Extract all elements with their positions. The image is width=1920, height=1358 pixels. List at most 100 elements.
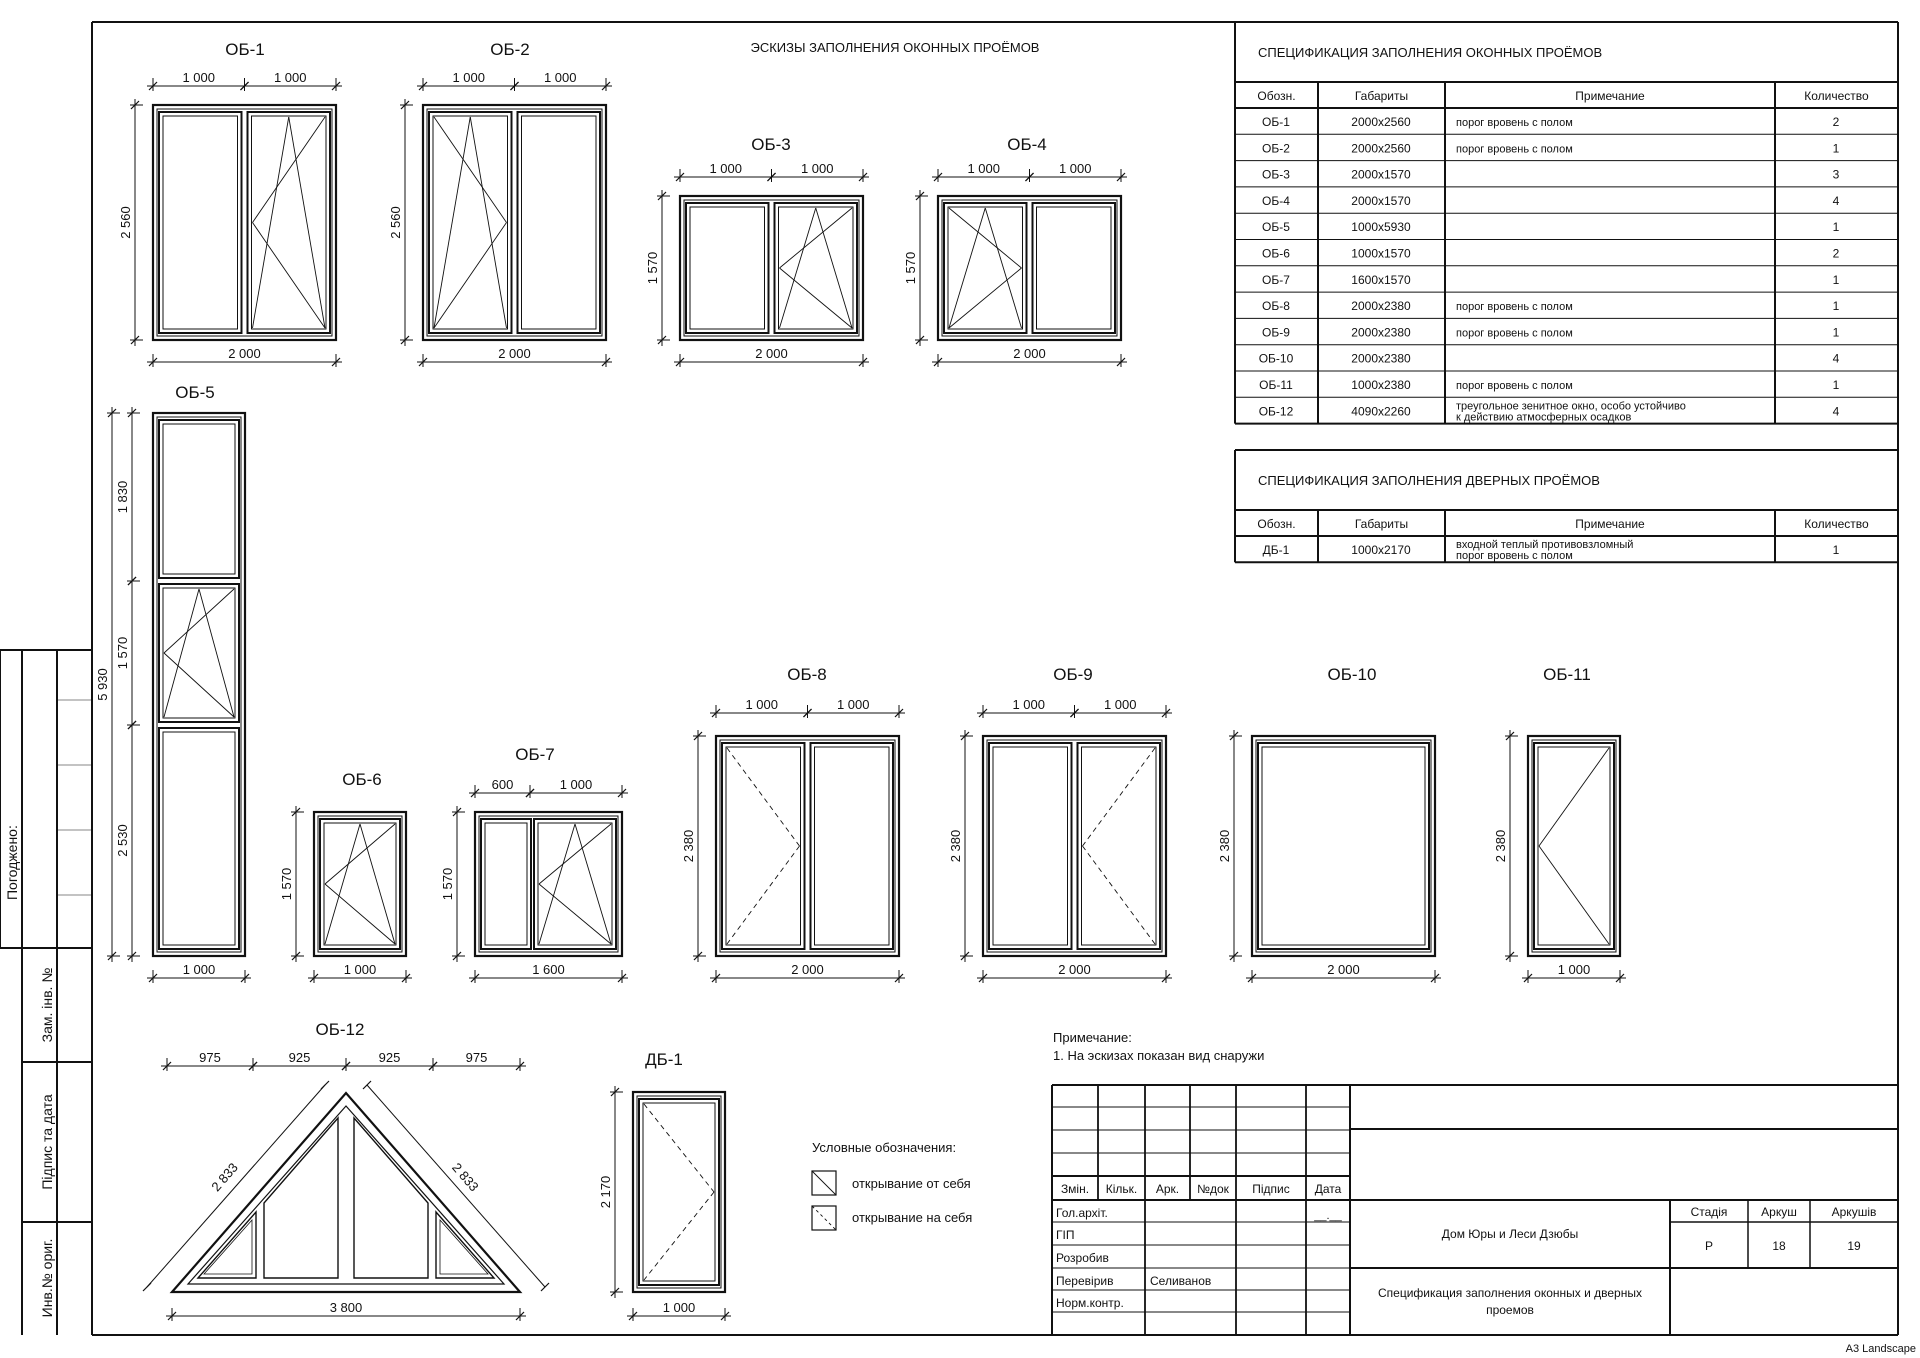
tb-sheets-total: 19: [1847, 1239, 1861, 1253]
ob-1-dim-side: 2 560: [118, 206, 133, 239]
window-spec-header-1: Габариты: [1355, 89, 1408, 103]
window-spec-row-9-size: 2000x2380: [1351, 352, 1411, 366]
legend-title: Условные обозначения:: [812, 1140, 956, 1155]
window-spec-title: СПЕЦИФИКАЦИЯ ЗАПОЛНЕНИЯ ОКОННЫХ ПРОЁМОВ: [1258, 45, 1602, 60]
window-spec-row-11-size: 4090x2260: [1351, 404, 1411, 418]
window-spec-row-5-qty: 2: [1833, 247, 1840, 261]
ob-4-label: ОБ-4: [1007, 135, 1047, 154]
ob-12-label: ОБ-12: [316, 1020, 365, 1039]
window-spec-row-11-id: ОБ-12: [1259, 404, 1294, 418]
tb-col-5: Дата: [1315, 1182, 1342, 1196]
window-spec-header-3: Количество: [1804, 89, 1869, 103]
ob-5-dim-total: 5 930: [95, 668, 110, 701]
replace-inv-label: Зам. інв. №: [39, 968, 55, 1043]
ob-2-dim-bottom: 2 000: [498, 346, 531, 361]
window-spec-row-0-size: 2000x2560: [1351, 115, 1411, 129]
tb-role-2: Розробив: [1056, 1251, 1109, 1265]
window-spec-row-2-size: 2000x1570: [1351, 168, 1411, 182]
sheet-title: ЭСКИЗЫ ЗАПОЛНЕНИЯ ОКОННЫХ ПРОЁМОВ: [751, 40, 1040, 55]
ob-6-dim-side: 1 570: [279, 868, 294, 901]
tb-col-3: №док: [1197, 1182, 1230, 1196]
window-spec-row-1-size: 2000x2560: [1351, 141, 1411, 155]
ob-1-dim-bottom: 2 000: [228, 346, 261, 361]
door-spec-row-0-note2: порог вровень с полом: [1456, 550, 1573, 562]
ob-2-dim-side: 2 560: [388, 206, 403, 239]
tb-sheet-label: Аркуш: [1761, 1205, 1797, 1219]
window-ob-11: [1505, 730, 1626, 983]
window-spec-row-3-size: 2000x1570: [1351, 194, 1411, 208]
ob-5-dim-part-3: 2 530: [115, 824, 130, 857]
window-spec: [1234, 22, 1899, 425]
window-ob-4: [915, 169, 1127, 367]
inv-orig-label: Инв.№ ориг.: [39, 1239, 55, 1318]
ob-6-label: ОБ-6: [342, 770, 382, 789]
ob-7-dim-bottom: 1 600: [532, 962, 565, 977]
ob-2-label: ОБ-2: [490, 40, 530, 59]
tb-role-1: ГІП: [1056, 1228, 1074, 1242]
door-spec-row-0-note: входной теплый противовзломный: [1456, 539, 1633, 551]
window-spec-row-11-qty: 4: [1833, 404, 1840, 418]
tb-sheets-label: Аркушів: [1832, 1205, 1877, 1219]
ob-12-dim-top-2: 925: [289, 1050, 311, 1065]
tb-col-0: Змін.: [1061, 1182, 1089, 1196]
ob-12-dim-top-1: 975: [199, 1050, 221, 1065]
door-spec-header-3: Количество: [1804, 517, 1869, 531]
window-spec-row-5-size: 1000x1570: [1351, 247, 1411, 261]
ob-3-dim-side: 1 570: [645, 252, 660, 285]
legend: [811, 1170, 837, 1231]
ob-5-dim-bottom: 1 000: [183, 962, 216, 977]
window-spec-row-10-qty: 1: [1833, 378, 1840, 392]
ob-9-dim-bottom: 2 000: [1058, 962, 1091, 977]
ob-3-label: ОБ-3: [751, 135, 791, 154]
ob-5-label: ОБ-5: [175, 383, 215, 402]
ob-4-dim-top-1: 1 000: [967, 161, 1000, 176]
db-1-label: ДБ-1: [645, 1050, 683, 1069]
ob-5-dim-part-2: 1 570: [115, 637, 130, 670]
ob-10-dim-side: 2 380: [1217, 830, 1232, 863]
window-spec-row-0-id: ОБ-1: [1262, 115, 1290, 129]
tb-role-3: Перевірив: [1056, 1274, 1113, 1288]
window-spec-header-2: Примечание: [1575, 89, 1645, 103]
notes-heading: Примечание:: [1053, 1030, 1132, 1045]
window-spec-row-2-qty: 3: [1833, 168, 1840, 182]
ob-8-label: ОБ-8: [787, 665, 827, 684]
door-spec: [1234, 450, 1899, 564]
ob-9-dim-side: 2 380: [948, 830, 963, 863]
sign-date-label: Підпис та дата: [39, 1094, 55, 1189]
window-ob-2: [400, 78, 612, 367]
tb-stage-label: Стадія: [1691, 1205, 1728, 1219]
window-spec-row-8-qty: 1: [1833, 325, 1840, 339]
ob-9-dim-top-1: 1 000: [1012, 697, 1045, 712]
tb-project: Дом Юры и Леси Дзюбы: [1442, 1227, 1578, 1241]
window-spec-row-5-id: ОБ-6: [1262, 247, 1290, 261]
window-ob-12: [142, 1058, 550, 1321]
tb-role-0: Гол.архіт.: [1056, 1206, 1108, 1220]
ob-3-dim-top-1: 1 000: [709, 161, 742, 176]
tb-sheet-no: 18: [1772, 1239, 1786, 1253]
window-spec-row-11-note2: к действию атмосферных осадков: [1456, 411, 1632, 423]
notes-line: 1. На эскизах показан вид снаружи: [1053, 1048, 1264, 1063]
door-spec-header-1: Габариты: [1355, 517, 1408, 531]
door-spec-header-2: Примечание: [1575, 517, 1645, 531]
ob-7-label: ОБ-7: [515, 745, 555, 764]
ob-12-dim-right: 2 833: [449, 1160, 482, 1194]
ob-8-dim-bottom: 2 000: [791, 962, 824, 977]
sidebar-stamp: [0, 649, 92, 1335]
window-spec-row-8-id: ОБ-9: [1262, 325, 1290, 339]
window-spec-row-1-id: ОБ-2: [1262, 141, 1290, 155]
db-1-dim-side: 2 170: [598, 1176, 613, 1209]
legend-in-label: открывание на себя: [852, 1210, 972, 1225]
ob-9-label: ОБ-9: [1053, 665, 1093, 684]
tb-sheet-name-1: Спецификация заполнения оконных и дверны…: [1378, 1286, 1642, 1300]
window-spec-row-6-qty: 1: [1833, 273, 1840, 287]
ob-4-dim-top-2: 1 000: [1059, 161, 1092, 176]
ob-8-dim-side: 2 380: [681, 830, 696, 863]
window-spec-row-10-id: ОБ-11: [1259, 378, 1293, 392]
window-spec-row-8-note: порог вровень с полом: [1456, 327, 1573, 339]
title-block: [1051, 1084, 1898, 1336]
window-spec-row-10-size: 1000x2380: [1351, 378, 1411, 392]
window-spec-row-4-size: 1000x5930: [1351, 220, 1411, 234]
ob-6-dim-bottom: 1 000: [344, 962, 377, 977]
window-spec-row-1-qty: 1: [1833, 141, 1840, 155]
